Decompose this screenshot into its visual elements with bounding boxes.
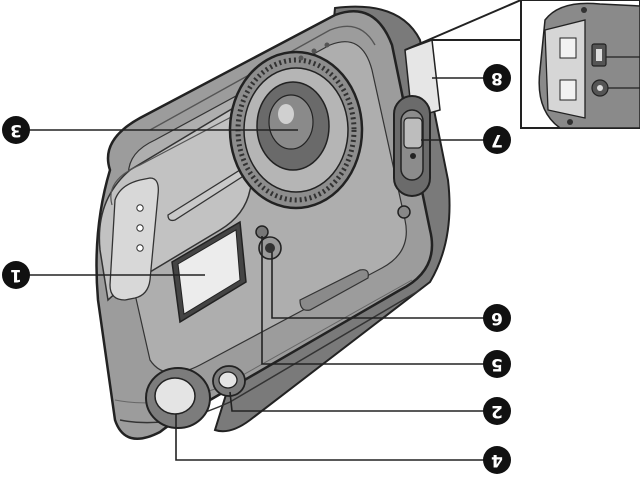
- callout-1-label: 1: [10, 265, 22, 285]
- lower-buttons: [145, 365, 246, 429]
- callout-4-label: 4: [491, 450, 503, 470]
- callout-7-label: 7: [491, 130, 503, 150]
- callout-3-label: 3: [10, 120, 22, 140]
- led-sensors: [255, 225, 369, 311]
- flash-area: [109, 168, 246, 301]
- callout-5: 5: [483, 350, 511, 378]
- callout-2: 2: [483, 397, 511, 425]
- viewfinder-window: [171, 220, 247, 324]
- callout-8: 8: [483, 64, 511, 92]
- callout-3: 3: [2, 116, 30, 144]
- callout-6-label: 6: [491, 308, 503, 328]
- callout-5-label: 5: [491, 354, 503, 374]
- connector-inset: [520, 0, 640, 129]
- callout-8-label: 8: [491, 68, 503, 88]
- callout-1: 1: [2, 261, 30, 289]
- side-connector-panel: [393, 38, 441, 219]
- callout-4: 4: [483, 446, 511, 474]
- callout-6: 6: [483, 304, 511, 332]
- inset-leader-lines: [404, 0, 522, 51]
- callout-2-label: 2: [491, 401, 503, 421]
- leader-lines: [28, 77, 485, 461]
- callout-7: 7: [483, 126, 511, 154]
